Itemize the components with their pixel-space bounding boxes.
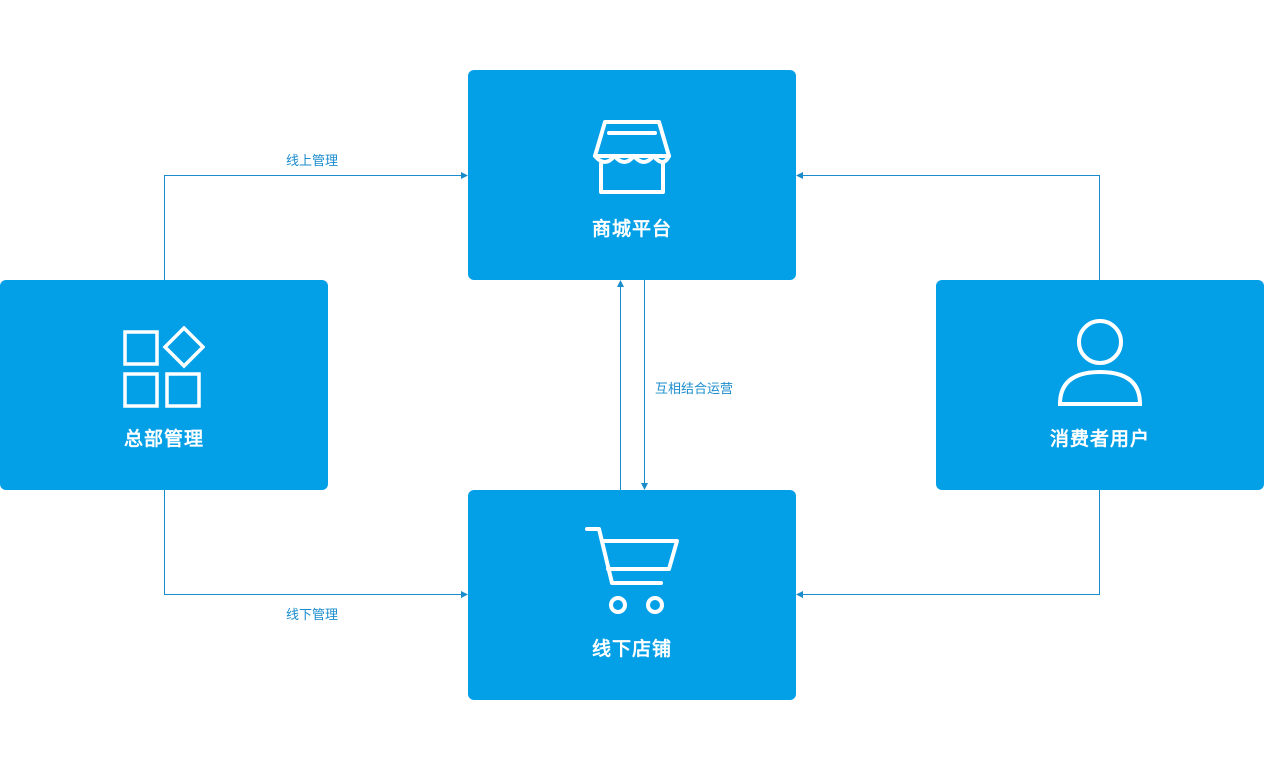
arrowhead-mall-left xyxy=(461,172,468,179)
arrowhead-down xyxy=(641,483,648,490)
edge-hq-to-mall xyxy=(164,175,462,280)
node-offline-store: 线下店铺 xyxy=(468,490,796,700)
node-hq-management: 总部管理 xyxy=(0,280,328,490)
storefront-icon xyxy=(591,118,673,202)
node-mall-platform: 商城平台 xyxy=(468,70,796,280)
edge-user-to-store xyxy=(802,490,1100,595)
arrowhead-store-right xyxy=(796,591,803,598)
arrowhead-store-left xyxy=(461,591,468,598)
shopping-cart-icon xyxy=(585,525,679,621)
node-consumer-user: 消费者用户 xyxy=(936,280,1264,490)
arrowhead-up xyxy=(617,280,624,287)
node-label: 消费者用户 xyxy=(1049,428,1150,450)
node-label: 线下店铺 xyxy=(591,638,672,660)
edge-user-to-mall xyxy=(802,175,1100,280)
arrowhead-mall-right xyxy=(796,172,803,179)
node-label: 总部管理 xyxy=(123,428,204,450)
node-label: 商城平台 xyxy=(591,218,672,240)
user-icon xyxy=(1057,318,1143,412)
edge-hq-to-store xyxy=(164,490,462,595)
app-grid-icon xyxy=(123,325,206,412)
edge-label-offline-mgmt: 线下管理 xyxy=(286,608,339,623)
edge-label-mutual-ops: 互相结合运营 xyxy=(655,382,734,397)
edge-label-online-mgmt: 线上管理 xyxy=(286,154,339,169)
